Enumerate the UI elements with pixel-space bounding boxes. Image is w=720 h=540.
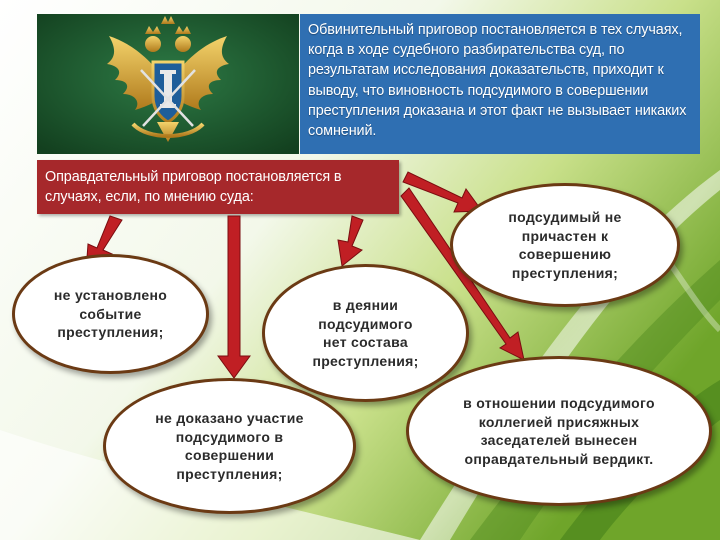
ground-jury-acquittal: в отношении подсудимого коллегией присяж… [406, 356, 712, 506]
emblem-image [37, 14, 299, 154]
ground-text: не доказано участие подсудимого в соверш… [155, 410, 304, 482]
ground-text: подсудимый не причастен к совершению пре… [508, 209, 622, 281]
ground-text: не установлено событие преступления; [53, 287, 168, 341]
double-headed-eagle-emblem-icon [37, 14, 299, 154]
ground-event-not-established: не установлено событие преступления; [12, 254, 209, 374]
acquittal-definition: Оправдательный приговор постановляется в… [37, 160, 399, 214]
ground-text: в деянии подсудимого нет состава преступ… [312, 297, 419, 369]
ground-not-involved: подсудимый не причастен к совершению пре… [450, 183, 680, 307]
conviction-definition: Обвинительный приговор постановляется в … [300, 14, 700, 154]
ground-no-corpus-delicti: в деянии подсудимого нет состава преступ… [262, 264, 469, 402]
ground-text: в отношении подсудимого коллегией присяж… [463, 395, 655, 467]
ground-participation-not-proven: не доказано участие подсудимого в соверш… [103, 378, 356, 514]
